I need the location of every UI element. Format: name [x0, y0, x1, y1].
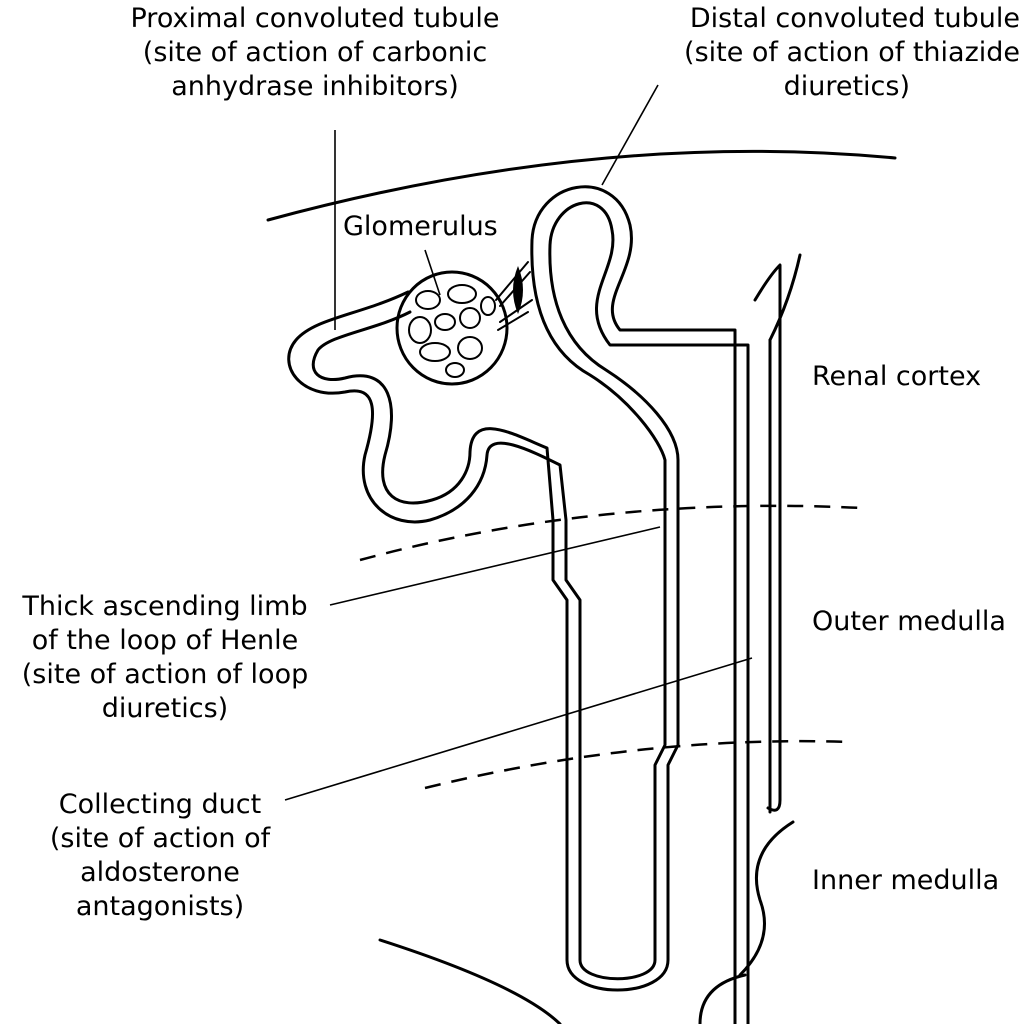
- glomerulus-label: Glomerulus: [343, 210, 498, 244]
- cortex-medulla-boundary: [359, 504, 863, 562]
- thick-limb-line-2: of the loop of Henle: [31, 625, 299, 656]
- thick-limb-leader: [329, 526, 661, 606]
- collecting-duct: [753, 263, 782, 812]
- inner-medulla-label: Inner medulla: [812, 864, 999, 898]
- renal-cortex-label: Renal cortex: [812, 360, 981, 394]
- proximal-tubule-line-3: anhydrase inhibitors): [171, 71, 459, 102]
- distal-tubule-line-2: (site of action of thiazide: [684, 37, 1020, 68]
- macula-densa: [513, 266, 523, 314]
- proximal-tubule-line-2: (site of action of carbonic: [142, 37, 488, 68]
- distal-tubule-label: Distal convoluted tubule (site of action…: [560, 2, 1020, 104]
- outer-medulla-text: Outer medulla: [812, 606, 1006, 637]
- cortex-boundary: [266, 149, 897, 222]
- thick-limb-line-3: (site of action of loop: [21, 659, 309, 690]
- glomerulus-leader: [424, 249, 441, 296]
- glomerulus: [395, 261, 533, 386]
- collecting-duct-label: Collecting duct (site of action of aldos…: [10, 788, 310, 924]
- thick-limb-line-1: Thick ascending limb: [22, 591, 308, 622]
- collecting-duct-line-2: (site of action of: [49, 823, 271, 854]
- collecting-duct-line-1: Collecting duct: [58, 789, 262, 820]
- papilla-edge: [378, 938, 562, 1024]
- inner-medulla-text: Inner medulla: [812, 865, 1000, 896]
- distal-leader: [601, 84, 659, 186]
- thick-limb-line-4: diuretics): [101, 693, 229, 724]
- thick-limb-label: Thick ascending limb of the loop of Henl…: [0, 590, 330, 726]
- collecting-duct-top: [768, 253, 802, 342]
- nephron-inner-wall: [311, 201, 750, 1024]
- glomerulus-text: Glomerulus: [343, 211, 498, 242]
- distal-tubule-line-3: diuretics): [783, 71, 910, 102]
- outer-inner-medulla-boundary: [424, 739, 851, 790]
- papilla-lobe: [738, 820, 795, 977]
- collecting-duct-leader: [284, 657, 753, 801]
- papilla-edge-inner: [698, 973, 747, 1024]
- renal-cortex-text: Renal cortex: [812, 361, 982, 392]
- outer-medulla-label: Outer medulla: [812, 605, 1006, 639]
- distal-tubule-line-1: Distal convoluted tubule: [689, 3, 1020, 34]
- proximal-tubule-line-1: Proximal convoluted tubule: [130, 3, 500, 34]
- collecting-duct-line-3: aldosterone: [80, 857, 240, 888]
- proximal-tubule-label: Proximal convoluted tubule (site of acti…: [90, 2, 540, 104]
- collecting-duct-line-4: antagonists): [75, 891, 245, 922]
